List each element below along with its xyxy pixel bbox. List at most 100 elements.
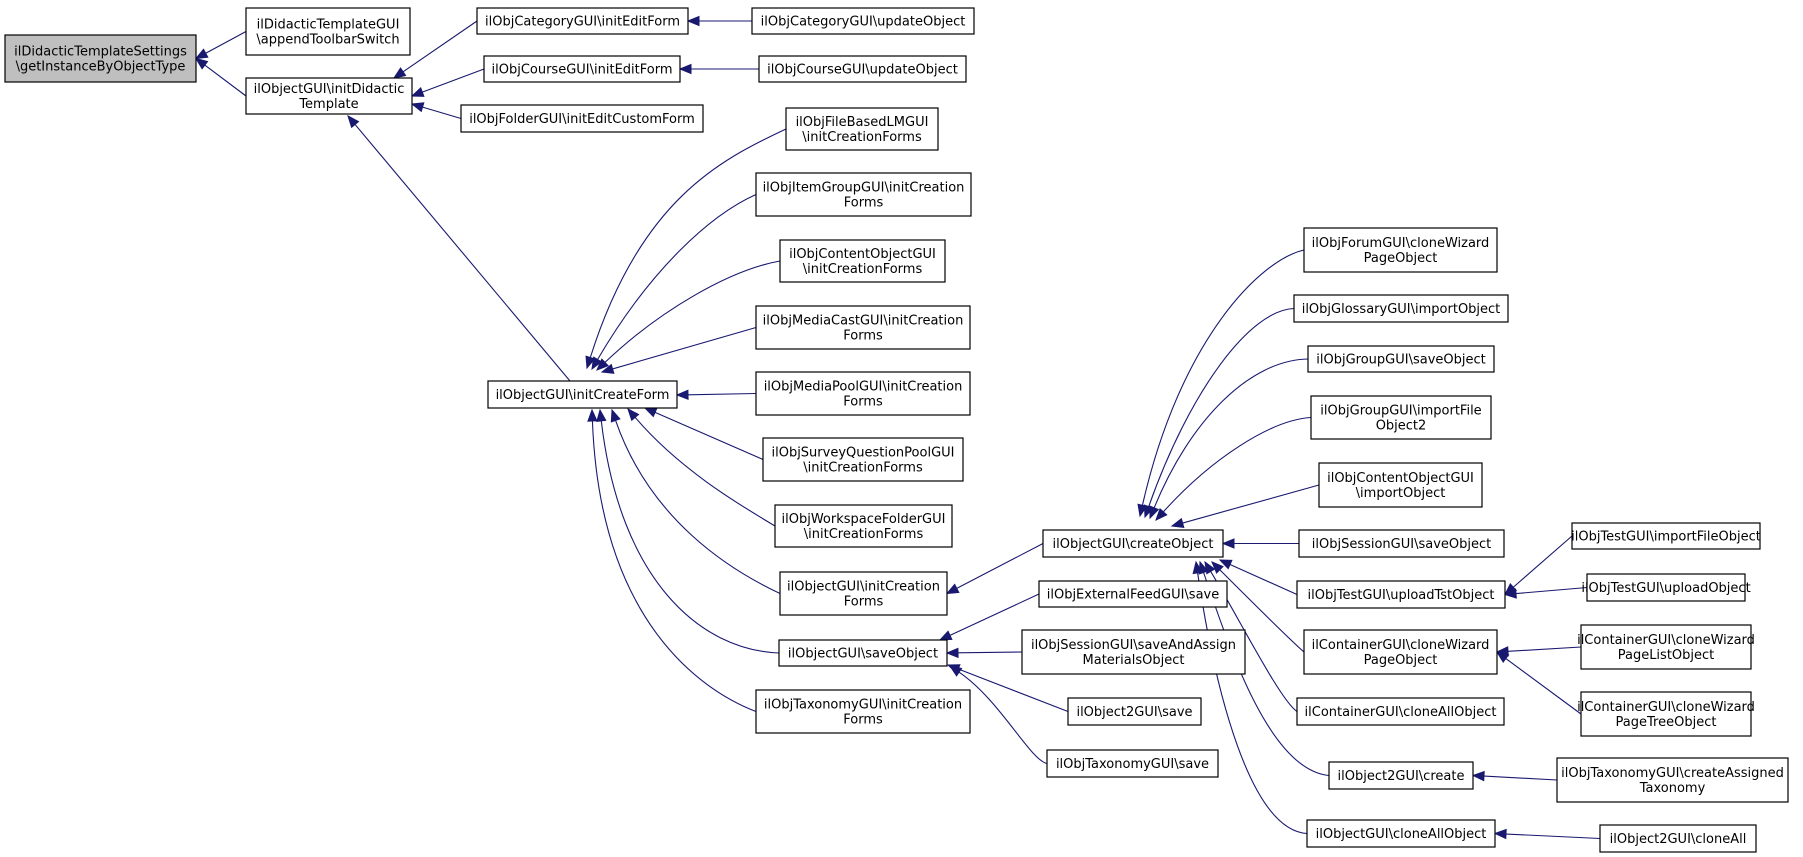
node-crs-init-edit[interactable]: ilObjCourseGUI\initEditForm: [483, 55, 681, 83]
arrowhead: [1149, 505, 1160, 520]
node-box: [785, 107, 939, 151]
edge-obj-init-creation-to-init-create-form: [610, 408, 781, 594]
node-media-cast[interactable]: ilObjMediaCastGUI\initCreationForms: [755, 305, 971, 350]
edge-line: [1512, 535, 1573, 588]
edge-forum-clone-to-create-object: [1137, 249, 1305, 518]
node-label-line: \initCreationForms: [803, 461, 923, 476]
edge-tst-upload-to-create-object: [1218, 559, 1298, 596]
node-cat-init-edit[interactable]: ilObjCategoryGUI\initEditForm: [476, 7, 689, 35]
edge-tax-init-creation-to-init-create-form: [587, 408, 757, 713]
node-label-line: ilObjSurveyQuestionPoolGUI: [771, 446, 954, 461]
node-survey-qp[interactable]: ilObjSurveyQuestionPoolGUI\initCreationF…: [762, 437, 964, 482]
node-label-line: ilObjItemGroupGUI\initCreation: [763, 181, 965, 196]
node-tax-save[interactable]: ilObjTaxonomyGUI\save: [1046, 749, 1219, 778]
node-gloss-import[interactable]: ilObjGlossaryGUI\importObject: [1293, 294, 1509, 323]
node-box: [4, 34, 197, 83]
node-box: [779, 239, 946, 283]
arrowhead: [194, 57, 209, 70]
edge-tax-create-assigned-to-obj2-create: [1471, 770, 1558, 782]
node-ws-folder[interactable]: ilObjWorkspaceFolderGUI\initCreationForm…: [774, 504, 953, 548]
node-box: [1310, 395, 1492, 440]
node-item-group[interactable]: ilObjItemGroupGUI\initCreationForms: [755, 172, 972, 217]
node-obj-clone-all[interactable]: ilObjectGUI\cloneAllObject: [1306, 819, 1496, 848]
node-label-line: ilObjExternalFeedGUI\save: [1047, 588, 1220, 603]
edge-line: [654, 411, 764, 461]
node-label-line: ilObjCategoryGUI\updateObject: [761, 15, 966, 30]
node-append-toolbar[interactable]: ilDidacticTemplateGUI\appendToolbarSwitc…: [245, 7, 411, 56]
node-cont-clone-all[interactable]: ilContainerGUI\cloneAllObject: [1296, 697, 1505, 726]
node-cat-update[interactable]: ilObjCategoryGUI\updateObject: [751, 7, 975, 35]
arrowhead: [945, 647, 959, 659]
node-label-line: ilObjTestGUI\uploadTstObject: [1308, 588, 1495, 603]
node-media-pool[interactable]: ilObjMediaPoolGUI\initCreationForms: [755, 371, 971, 416]
arrowhead: [1493, 828, 1507, 840]
node-root[interactable]: ilDidacticTemplateSettings\getInstanceBy…: [4, 34, 197, 83]
arrowhead: [410, 102, 425, 113]
edge-content-obj-to-init-create-form: [596, 260, 781, 371]
edge-line: [604, 260, 781, 363]
node-label-line: ilObjectGUI\initCreation: [787, 580, 940, 595]
edge-media-cast-to-init-create-form: [600, 326, 757, 374]
node-box: [476, 7, 689, 35]
node-crs-update[interactable]: ilObjCourseGUI\updateObject: [758, 55, 967, 83]
edge-line: [1483, 775, 1558, 781]
edge-cat-update-to-cat-init-edit: [686, 15, 752, 27]
node-label-line: PageListObject: [1618, 648, 1715, 663]
arrowhead: [938, 630, 953, 641]
edge-fld-init-edit-to-init-didactic: [410, 102, 462, 120]
edge-layer: [194, 15, 1601, 840]
edge-line: [1505, 833, 1601, 840]
node-box: [1046, 749, 1219, 778]
node-label-line: Template: [298, 97, 358, 112]
edge-init-create-form-to-init-didactic: [347, 114, 571, 382]
edge-line: [402, 20, 478, 73]
arrowhead: [392, 67, 407, 79]
node-save-object[interactable]: ilObjectGUI\saveObject: [778, 639, 948, 667]
node-grp-save[interactable]: ilObjGroupGUI\saveObject: [1307, 345, 1495, 373]
edge-line: [1515, 586, 1588, 595]
node-label-line: ilDidacticTemplateSettings: [14, 45, 187, 60]
node-box: [1580, 691, 1752, 737]
edge-line: [1162, 416, 1312, 513]
node-box: [755, 172, 972, 217]
node-init-create-form[interactable]: ilObjectGUI\initCreateForm: [487, 380, 678, 409]
edge-cont-clone-to-create-object: [1211, 561, 1305, 653]
node-sess-save[interactable]: ilObjSessionGUI\saveObject: [1298, 529, 1505, 558]
arrowhead: [1211, 561, 1224, 574]
node-obj-init-creation[interactable]: ilObjectGUI\initCreationForms: [779, 571, 948, 616]
node-label-line: Forms: [844, 196, 884, 211]
node-obj2-save[interactable]: ilObject2GUI\save: [1067, 697, 1202, 726]
node-create-object[interactable]: ilObjectGUI\createObject: [1042, 529, 1224, 558]
node-label-line: \initCreationForms: [802, 130, 922, 145]
node-label-line: Taxonomy: [1639, 781, 1706, 796]
edge-obj2-clone-all-to-obj-clone-all: [1493, 828, 1601, 840]
node-tax-init-creation[interactable]: ilObjTaxonomyGUI\initCreationForms: [755, 689, 971, 734]
node-box: [1296, 580, 1506, 609]
node-ext-feed-save[interactable]: ilObjExternalFeedGUI\save: [1038, 580, 1228, 608]
node-file-lm[interactable]: ilObjFileBasedLMGUI\initCreationForms: [785, 107, 939, 151]
node-obj2-create[interactable]: ilObject2GUI\create: [1328, 761, 1474, 790]
node-box: [1328, 761, 1474, 790]
node-obj2-clone-all[interactable]: ilObject2GUI\cloneAll: [1599, 824, 1757, 853]
arrowhead: [675, 389, 689, 401]
node-content-import[interactable]: ilObjContentObjectGUI\importObject: [1318, 462, 1483, 508]
node-tst-import-file[interactable]: ilObjTestGUI\importFileObject: [1571, 522, 1761, 550]
node-box: [1038, 580, 1228, 608]
node-content-obj[interactable]: ilObjContentObjectGUI\initCreationForms: [779, 239, 946, 283]
node-label-line: ilObjCategoryGUI\initEditForm: [485, 15, 680, 30]
node-label-line: ilObjectGUI\createObject: [1053, 537, 1214, 552]
node-label-line: Forms: [843, 713, 883, 728]
node-tst-upload-obj[interactable]: ilObjTestGUI\uploadObject: [1581, 573, 1751, 602]
node-fld-init-edit[interactable]: ilObjFolderGUI\initEditCustomForm: [460, 104, 704, 133]
node-tst-upload[interactable]: ilObjTestGUI\uploadTstObject: [1296, 580, 1506, 609]
node-sess-save-assign[interactable]: ilObjSessionGUI\saveAndAssignMaterialsOb…: [1021, 629, 1246, 675]
node-label-line: ilDidacticTemplateGUI: [257, 18, 400, 33]
arrowhead: [1192, 560, 1203, 575]
